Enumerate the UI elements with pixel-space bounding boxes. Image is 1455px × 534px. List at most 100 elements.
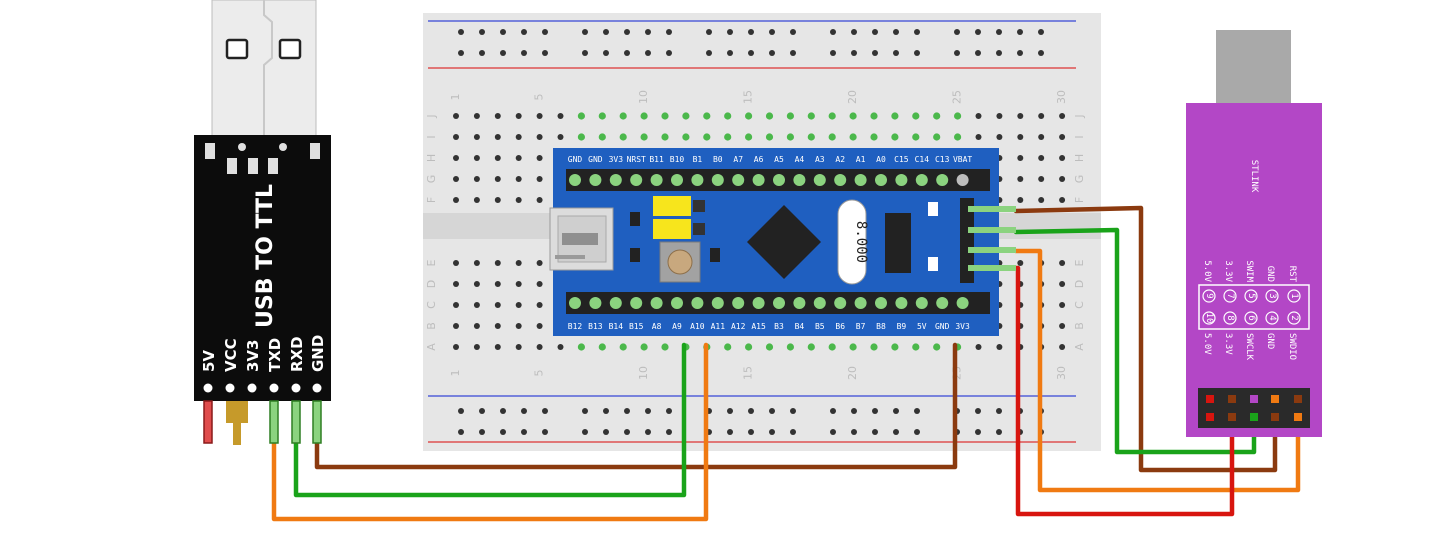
stlink-pin-circle xyxy=(1223,289,1237,303)
stlink-pin-label: 3.3V xyxy=(1223,260,1233,282)
rail-hole xyxy=(996,29,1002,35)
rail-hole xyxy=(624,50,630,56)
breadboard-column-number: 1 xyxy=(449,94,462,101)
rail-hole xyxy=(603,429,609,435)
stlink-pin-number: 5 xyxy=(1246,293,1256,298)
breadboard-hole xyxy=(1038,113,1045,119)
rail-hole xyxy=(851,408,857,414)
stlink-pin-number: 10 xyxy=(1204,313,1214,324)
reset-button[interactable] xyxy=(659,241,701,283)
stlink-pinout-box xyxy=(1198,284,1310,330)
bluepill-pin-label: GND xyxy=(588,155,603,164)
bluepill-pin-label: VBAT xyxy=(953,155,972,164)
breadboard-hole xyxy=(494,155,501,161)
breadboard-hole xyxy=(536,197,543,203)
rail-hole xyxy=(479,429,485,435)
breadboard-column-number: 30 xyxy=(1055,366,1068,380)
breadboard-hole xyxy=(807,112,815,120)
breadboard-hole xyxy=(515,155,522,161)
bluepill-header-pin xyxy=(854,174,867,186)
bluepill-header-pin xyxy=(569,174,581,186)
breadboard-hole xyxy=(870,133,878,141)
breadboard-row-letter: F xyxy=(425,197,438,203)
rail-hole xyxy=(975,29,981,35)
bluepill-pin-label: B1 xyxy=(693,155,703,164)
stlink-header-pin xyxy=(1294,413,1302,421)
rail-hole xyxy=(1017,50,1023,56)
breadboard-hole xyxy=(786,112,795,120)
smd-component xyxy=(710,248,720,262)
breadboard-hole xyxy=(786,133,795,141)
breadboard-hole xyxy=(1059,155,1066,161)
breadboard-hole xyxy=(453,323,459,329)
rail-hole xyxy=(748,50,754,56)
breadboard-row-letter: C xyxy=(1073,301,1086,309)
breadboard-hole xyxy=(494,197,501,203)
rail-hole xyxy=(500,50,506,56)
wire-ttl-txd-to-a10[interactable] xyxy=(271,342,709,522)
stlink-pin-label: RST xyxy=(1287,266,1297,283)
wire-swd-swclk-to-stlink-swclk[interactable] xyxy=(1013,227,1257,455)
breadboard-hole xyxy=(536,344,543,350)
bluepill-pin-label: A3 xyxy=(815,155,825,164)
rail-hole xyxy=(458,408,464,414)
rail-hole xyxy=(624,429,630,435)
stlink-pin-label: SWIM xyxy=(1244,260,1254,282)
breadboard-column-number: 15 xyxy=(742,90,755,104)
breadboard-row-letter: H xyxy=(425,154,438,162)
bluepill-header-pin xyxy=(875,297,887,309)
breadboard-hole xyxy=(473,281,480,287)
ttl-pin-hole xyxy=(269,383,279,393)
swd-header xyxy=(960,198,974,283)
stlink-pin-number: 8 xyxy=(1225,315,1235,320)
breadboard-hole xyxy=(1017,197,1024,203)
breadboard-hole xyxy=(661,133,669,141)
bluepill-pin-label: A15 xyxy=(751,322,766,331)
boot0-jumper[interactable] xyxy=(653,196,691,216)
rail-hole xyxy=(830,50,836,56)
rail-hole xyxy=(479,29,485,35)
rail-hole xyxy=(500,408,506,414)
wire-swd-swdio-to-stlink-swdio[interactable] xyxy=(1013,248,1301,493)
jumper-pins xyxy=(693,223,705,235)
wire-swd-3v3-to-stlink-3v3[interactable] xyxy=(1013,265,1235,517)
bluepill-header-pin xyxy=(752,297,765,309)
breadboard-row-letter: E xyxy=(1073,259,1086,266)
breadboard-hole xyxy=(724,133,732,141)
rail-hole xyxy=(645,29,651,35)
breadboard-hole xyxy=(807,133,815,141)
breadboard-hole xyxy=(1038,197,1045,203)
breadboard-hole xyxy=(473,134,480,140)
stlink-pin-label: GND xyxy=(1265,266,1275,282)
bluepill-pin-label: B15 xyxy=(629,322,644,331)
bluepill-header-pin xyxy=(813,174,826,186)
wire-swd-gnd-to-stlink-gnd[interactable] xyxy=(1013,205,1278,473)
bluepill-pin-label: A5 xyxy=(774,155,784,164)
breadboard-hole xyxy=(473,323,480,329)
breadboard-hole xyxy=(494,134,501,140)
breadboard-hole xyxy=(619,112,627,120)
breadboard-column-number: 1 xyxy=(449,370,462,377)
bluepill-header-pin xyxy=(671,174,683,186)
breadboard-hole xyxy=(975,113,982,119)
ttl-pin-hole xyxy=(225,383,235,393)
breadboard-hole xyxy=(765,343,774,351)
rail-hole xyxy=(893,429,899,435)
rail-hole xyxy=(706,50,712,56)
breadboard-column-number: 10 xyxy=(637,366,650,380)
boot1-jumper[interactable] xyxy=(653,219,691,239)
breadboard-hole xyxy=(536,176,543,182)
stlink-pin-circle xyxy=(1202,311,1216,325)
bluepill-header-pin xyxy=(609,297,622,309)
breadboard-row-letter: A xyxy=(425,343,438,351)
breadboard-hole xyxy=(453,134,459,140)
breadboard-hole xyxy=(661,343,669,351)
bluepill-pin-label: A0 xyxy=(876,155,886,164)
bluepill-pin-label: B0 xyxy=(713,155,723,164)
breadboard-row-letter: H xyxy=(1073,154,1086,162)
breadboard-hole xyxy=(1017,260,1024,266)
rail-hole xyxy=(1038,50,1044,56)
rail-hole xyxy=(479,408,485,414)
wire-ttl-rxd-to-a9[interactable] xyxy=(293,342,687,498)
